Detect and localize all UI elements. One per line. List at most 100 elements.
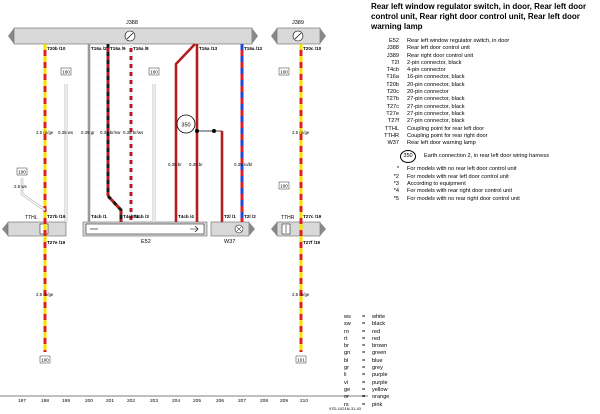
svg-text:210: 210	[300, 398, 308, 404]
color-row: ge=yellow	[344, 386, 388, 393]
wire-spec-labels: 2.5 ro/ge 0.35 ws 0.35 gr 0.35 br/sw 0.3…	[14, 130, 310, 297]
svg-text:198: 198	[41, 398, 49, 404]
top-pin-labels: T20b /10 T16a /2 T16a /9 T16a /8 T16a /1…	[47, 46, 322, 51]
svg-text:0.35 br: 0.35 br	[168, 162, 182, 167]
svg-text:205: 205	[193, 398, 201, 404]
svg-text:209: 209	[280, 398, 288, 404]
svg-text:T20c /10: T20c /10	[303, 46, 322, 51]
note-row: *For models with no rear left door contr…	[396, 166, 517, 173]
j388-label: J388	[126, 20, 138, 26]
color-row: bl=blue	[344, 357, 383, 364]
svg-text:T16a /8: T16a /8	[133, 46, 149, 51]
svg-text:197: 197	[18, 398, 26, 404]
svg-text:T4cb /4: T4cb /4	[178, 214, 194, 219]
color-row: ws=white	[344, 314, 386, 320]
svg-text:100: 100	[150, 70, 158, 75]
column-numbers: 197 198 199 200 201 202 203 204 205 206 …	[0, 395, 368, 411]
svg-text:0.35 br: 0.35 br	[189, 162, 203, 167]
e52-label: E52	[141, 239, 151, 245]
color-row: rt=red	[344, 335, 381, 342]
wire-197-white	[20, 178, 46, 211]
j388-bar: J388	[8, 20, 258, 45]
wire-201-black-red	[106, 44, 123, 222]
svg-text:T4cb /3: T4cb /3	[133, 214, 149, 219]
j389-bar: J389	[271, 20, 326, 45]
svg-text:T4cb /2: T4cb /2	[123, 214, 139, 219]
color-row: gr=grey	[344, 365, 383, 372]
bottom-pin-labels: T27b /19 T4cb /1 T4cb /2 T4cb /3 T4cb /4…	[47, 214, 322, 245]
svg-text:0.35 gr: 0.35 gr	[81, 130, 95, 135]
color-row: vi=purple	[344, 379, 388, 386]
svg-text:350: 350	[181, 123, 190, 129]
svg-text:T16a /13: T16a /13	[199, 46, 218, 51]
side-tags: 100 100 100 100 100 100 101	[16, 67, 307, 364]
svg-text:100: 100	[280, 184, 288, 189]
svg-text:2.5 ws: 2.5 ws	[14, 184, 27, 189]
earth-legend-row: 350 Earth connection 2, in rear left doo…	[371, 150, 599, 164]
svg-text:199: 199	[62, 398, 70, 404]
e52-bar: E52	[82, 221, 208, 245]
svg-text:T2l /1: T2l /1	[224, 214, 236, 219]
color-row: gn=green	[344, 350, 387, 357]
color-row: or=orange	[344, 394, 390, 401]
w37-bar: W37	[210, 221, 255, 245]
svg-text:T20b /10: T20b /10	[47, 46, 66, 51]
earth-desc: Earth connection 2, in rear left door wi…	[424, 153, 549, 160]
svg-text:100: 100	[41, 358, 49, 363]
earth-350-symbol: 350	[176, 114, 196, 134]
svg-text:T27b /19: T27b /19	[47, 214, 66, 219]
svg-text:T16a /12: T16a /12	[244, 46, 263, 51]
svg-text:T4cb /1: T4cb /1	[91, 214, 107, 219]
svg-text:207: 207	[238, 398, 246, 404]
tthr-label: TTHR	[281, 215, 295, 221]
color-code-key: ws=white sw=black ro=red rt=red br=brown…	[344, 314, 389, 409]
svg-text:202: 202	[127, 398, 135, 404]
svg-text:100: 100	[18, 170, 26, 175]
tthr-bar: TTHR	[271, 215, 326, 237]
wire-205-brown	[195, 44, 222, 222]
svg-text:T16a /9: T16a /9	[110, 46, 126, 51]
svg-text:2.5 ro/ge: 2.5 ro/ge	[36, 292, 54, 297]
diagram-title: Rear left window regulator switch, in do…	[371, 2, 587, 31]
color-row: ro=red	[344, 328, 381, 335]
svg-text:T2l /2: T2l /2	[244, 214, 256, 219]
svg-text:204: 204	[172, 398, 180, 404]
svg-text:T27f /19: T27f /19	[303, 240, 321, 245]
color-row: li=purple	[344, 372, 388, 379]
svg-text:100: 100	[62, 70, 70, 75]
svg-text:0.35 br/sw: 0.35 br/sw	[100, 130, 121, 135]
svg-text:97D-1021N-31.43: 97D-1021N-31.43	[329, 406, 362, 411]
svg-text:2.5 ro/ge: 2.5 ro/ge	[292, 292, 310, 297]
svg-text:T16a /2: T16a /2	[91, 46, 107, 51]
svg-text:0.35 ro/bl: 0.35 ro/bl	[234, 162, 252, 167]
svg-text:200: 200	[85, 398, 93, 404]
svg-text:T27e /19: T27e /19	[47, 240, 66, 245]
wire-204-brown	[174, 43, 196, 222]
svg-text:201: 201	[106, 398, 114, 404]
j389-label: J389	[292, 20, 304, 26]
svg-text:2.5 ro/ge: 2.5 ro/ge	[292, 130, 310, 135]
svg-text:2.5 ro/ge: 2.5 ro/ge	[36, 130, 54, 135]
color-row: sw=black	[344, 321, 386, 328]
svg-text:206: 206	[216, 398, 224, 404]
svg-text:203: 203	[150, 398, 158, 404]
